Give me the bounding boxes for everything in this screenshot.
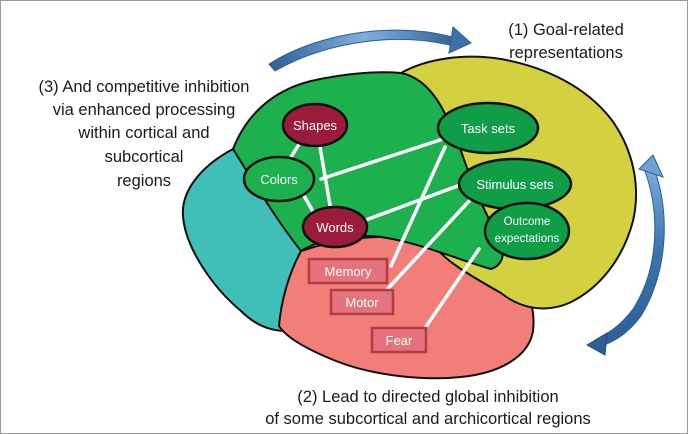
connection-lines — [284, 137, 481, 333]
memory-box — [307, 257, 389, 285]
caption-inhibition-line1: (3) And competitive inhibition — [39, 78, 250, 96]
link-fear-outcome — [421, 247, 481, 333]
caption-inhibition-line2: via enhanced processing — [53, 101, 236, 119]
caption-goal-line2: representations — [509, 44, 623, 62]
outcome-expectations-node — [483, 201, 571, 261]
caption-goal-line1: (1) Goal-related — [508, 21, 624, 39]
link-motor-stimulus — [379, 197, 473, 298]
words-node — [301, 205, 369, 249]
link-words-stimulus — [361, 179, 473, 223]
motor-label: Motor — [345, 295, 379, 310]
right-curved-arrow — [586, 154, 665, 356]
outcome-label-line2: expectations — [495, 233, 560, 245]
caption-global-line1: (2) Lead to directed global inhibition — [297, 388, 558, 406]
top-curved-arrow — [268, 26, 472, 72]
colors-node — [242, 155, 316, 203]
shapes-node — [281, 102, 349, 148]
link-shapes-words — [317, 139, 333, 213]
fear-box — [370, 326, 428, 354]
caption-inhibition-line3: within cortical and — [77, 124, 209, 142]
caption-inhibition-line4: subcortical — [105, 148, 184, 166]
shapes-label: Shapes — [293, 118, 338, 133]
task-sets-label: Task sets — [461, 121, 516, 136]
outcome-label-line1: Outcome — [504, 216, 551, 228]
link-memory-taskset — [389, 145, 447, 268]
link-colors-taskset — [319, 137, 445, 181]
colors-label: Colors — [260, 172, 298, 187]
caption-inhibition-line5: regions — [117, 172, 171, 190]
words-label: Words — [316, 220, 354, 235]
stimulus-sets-label: Stimulus sets — [476, 177, 554, 192]
task-sets-node — [436, 101, 540, 155]
caption-global-line2: of some subcortical and archicortical re… — [265, 410, 591, 428]
fear-label: Fear — [386, 333, 413, 348]
memory-label: Memory — [325, 264, 372, 279]
motor-box — [329, 288, 395, 316]
